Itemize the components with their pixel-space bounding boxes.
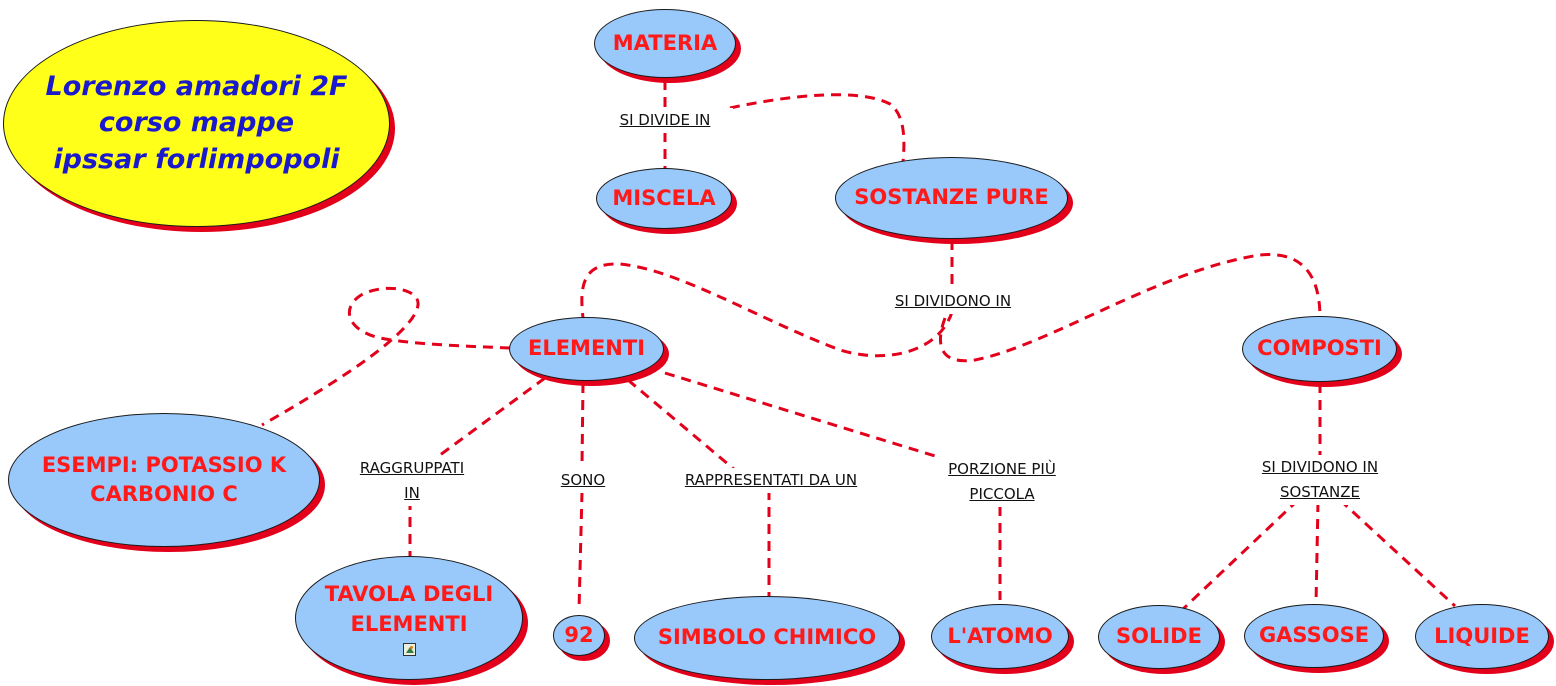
link-label-sostanze-pure (729, 93, 906, 163)
title-line-3: ipssar forlimpopoli (53, 143, 340, 175)
node-gassose-label: GASSOSE (1258, 623, 1370, 648)
node-tavola-line-1: TAVOLA DEGLI (324, 582, 494, 607)
link-label-porzione-piu-piccola[interactable]: PORZIONE PIÙ PICCOLA (929, 457, 1075, 507)
link-elementi-esempi (261, 286, 511, 427)
node-92-label: 92 (564, 622, 594, 647)
node-atomo[interactable]: L'ATOMO (931, 604, 1069, 669)
link-label-liquide (1338, 498, 1457, 608)
link-sono-92 (577, 491, 584, 611)
node-esempi[interactable]: ESEMPI: POTASSIO K CARBONIO C (8, 413, 320, 547)
link-label-si-divide-in-text: SI DIVIDE IN (619, 111, 711, 129)
node-liquide-label: LIQUIDE (1434, 623, 1530, 648)
node-miscela[interactable]: MISCELA (596, 168, 732, 229)
link-label-sono-text: SONO (560, 471, 606, 489)
node-simbolo-chimico[interactable]: SIMBOLO CHIMICO (634, 596, 900, 680)
link-elementi-raggruppati (439, 376, 546, 457)
node-liquide[interactable]: LIQUIDE (1415, 604, 1549, 669)
link-label-si-dividono-in-text: SI DIVIDONO IN (894, 292, 1012, 310)
link-label-porzione-line-2: PICCOLA (969, 484, 1035, 503)
link-label-rappresentati-text: RAPPRESENTATI DA UN (684, 471, 858, 489)
node-composti-label: COMPOSTI (1257, 336, 1382, 361)
node-atomo-label: L'ATOMO (947, 623, 1053, 648)
node-solide-label: SOLIDE (1116, 624, 1202, 649)
link-label-porzione-line-1: PORZIONE PIÙ (948, 460, 1056, 478)
author-title-node[interactable]: Lorenzo amadori 2F corso mappe ipssar fo… (3, 20, 390, 227)
link-label-raggruppati-line-1: RAGGRUPPATI (359, 459, 465, 477)
image-icon[interactable] (402, 642, 416, 656)
link-label-raggruppati-in[interactable]: RAGGRUPPATI IN (345, 456, 479, 506)
node-simbolo-label: SIMBOLO CHIMICO (657, 625, 877, 650)
node-elementi[interactable]: ELEMENTI (509, 317, 664, 381)
link-elementi-sono (580, 382, 585, 467)
link-label-solide (1180, 498, 1300, 612)
link-label2-elementi (580, 262, 954, 358)
node-elementi-label: ELEMENTI (527, 336, 646, 361)
link-label-raggruppati-line-2: IN (404, 483, 420, 502)
node-miscela-label: MISCELA (612, 185, 716, 210)
link-label-gassose (1314, 501, 1320, 605)
node-sostanze-pure[interactable]: SOSTANZE PURE (835, 157, 1068, 239)
link-label-si-dividono-in-sostanze[interactable]: SI DIVIDONO IN SOSTANZE (1234, 455, 1406, 505)
node-esempi-line-2: CARBONIO C (90, 482, 238, 506)
node-esempi-line-1: ESEMPI: POTASSIO K (41, 452, 287, 477)
link-elementi-rappresentati (627, 378, 736, 472)
node-composti[interactable]: COMPOSTI (1242, 316, 1397, 382)
node-gassose[interactable]: GASSOSE (1244, 604, 1384, 668)
node-sostanze-pure-label: SOSTANZE PURE (854, 185, 1049, 210)
link-label-sono[interactable]: SONO (551, 468, 615, 493)
link-elementi-porzione (664, 371, 936, 458)
link-label-si-divide-in[interactable]: SI DIVIDE IN (597, 108, 733, 133)
title-line-2: corso mappe (98, 107, 295, 139)
node-tavola-degli-elementi[interactable]: TAVOLA DEGLI ELEMENTI (295, 556, 523, 680)
node-92[interactable]: 92 (553, 615, 605, 656)
node-solide[interactable]: SOLIDE (1098, 605, 1220, 669)
link-label2-composti (938, 253, 1322, 363)
node-tavola-line-2: ELEMENTI (350, 611, 468, 636)
title-line-1: Lorenzo amadori 2F (45, 70, 348, 102)
node-materia-label: MATERIA (612, 30, 718, 55)
link-label-rappresentati-da-un[interactable]: RAPPRESENTATI DA UN (655, 468, 887, 493)
link-label-si-dividono-in[interactable]: SI DIVIDONO IN (868, 289, 1038, 314)
link-label-sostanze-line-1: SI DIVIDONO IN (1261, 458, 1379, 476)
link-label-sostanze-line-2: SOSTANZE (1279, 482, 1361, 501)
node-materia[interactable]: MATERIA (594, 9, 736, 78)
